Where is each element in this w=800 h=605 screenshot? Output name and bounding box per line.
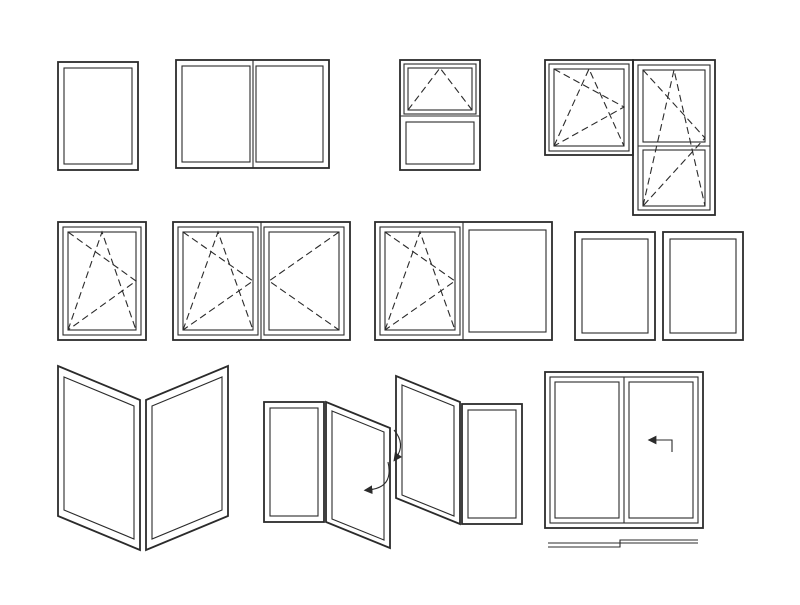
angled-corner-glazing	[57, 364, 229, 552]
tilt-turn-single-window	[57, 221, 147, 341]
sliding-door	[544, 371, 704, 548]
tilt-turn-window-door	[544, 59, 716, 216]
fixed-pair-windows	[574, 231, 744, 341]
folding-panels-right	[395, 374, 523, 526]
tilt-turn-plus-fixed-window	[374, 221, 553, 341]
tilt-turn-double-window	[172, 221, 351, 341]
fixed-single-window	[57, 61, 139, 171]
folding-panels-left	[263, 400, 403, 550]
top-hung-over-fixed-window	[399, 59, 481, 171]
fixed-double-window	[175, 59, 330, 169]
